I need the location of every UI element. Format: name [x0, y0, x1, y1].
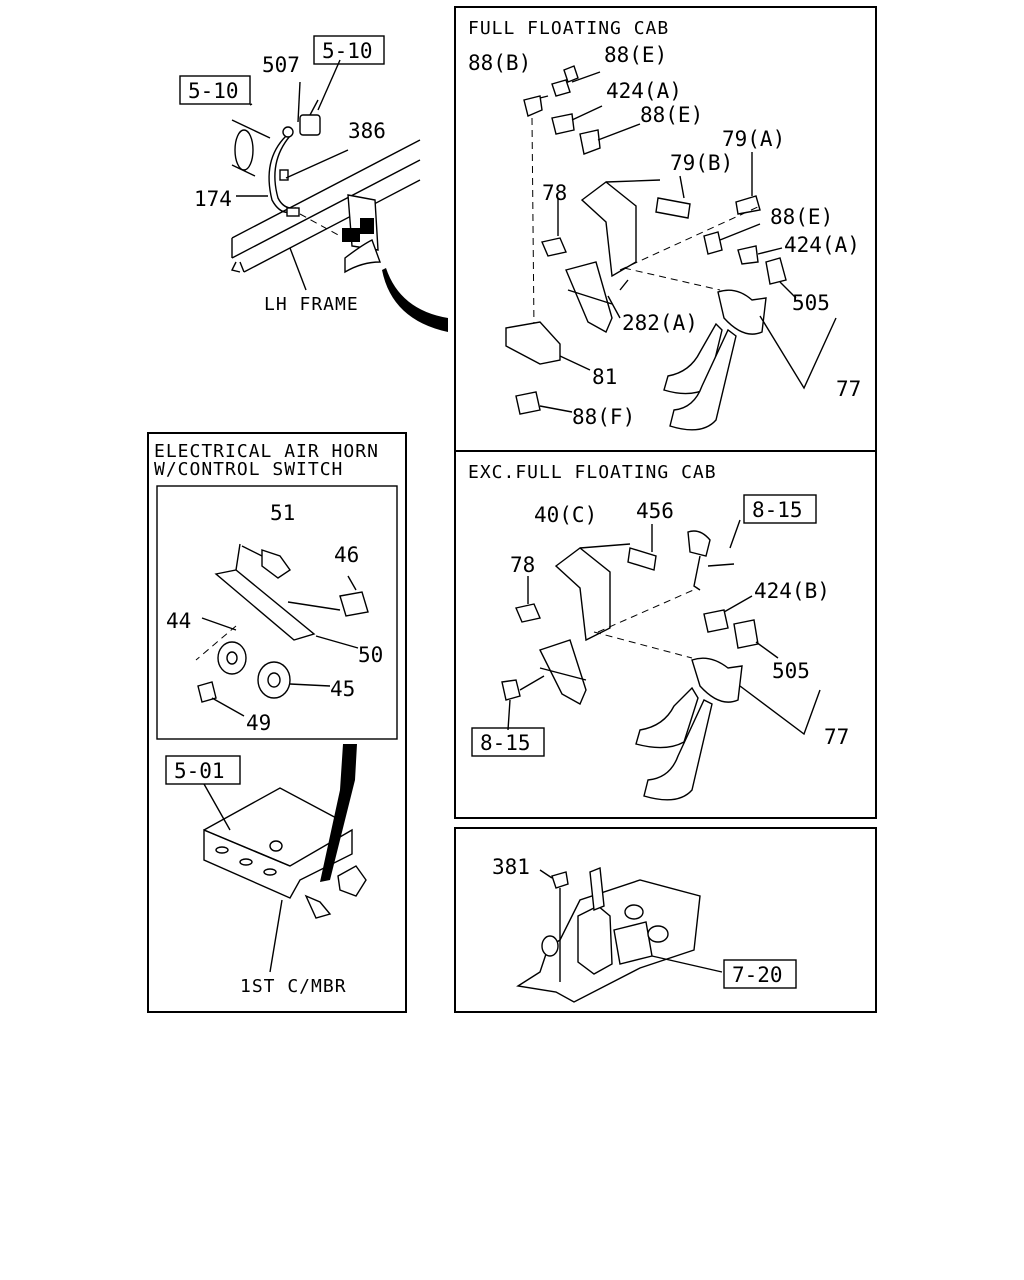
label-77-a: 77	[836, 377, 861, 401]
lh-frame-label: LH FRAME	[264, 294, 359, 315]
ref-5-10-b: 5-10	[322, 39, 373, 63]
full-floating-assembly	[505, 65, 837, 431]
label-79a: 79(A)	[722, 127, 785, 151]
panel-valve-assembly	[454, 827, 877, 1013]
ref-box-5-10-a	[179, 75, 251, 105]
label-424a-b: 424(A)	[784, 233, 860, 257]
lh-frame-assembly	[230, 59, 448, 332]
panel-title-exc-full-floating: EXC.FULL FLOATING CAB	[468, 462, 717, 483]
label-424b: 424(B)	[754, 579, 830, 603]
label-81: 81	[592, 365, 617, 389]
panel-electrical-air-horn	[147, 432, 407, 1013]
label-282a: 282(A)	[622, 311, 698, 335]
ref-box-5-01	[165, 755, 241, 785]
label-77-b: 77	[824, 725, 849, 749]
label-51: 51	[270, 501, 295, 525]
label-46: 46	[334, 543, 359, 567]
label-386: 386	[348, 119, 386, 143]
cross-member-assembly	[203, 744, 367, 973]
label-88f: 88(F)	[572, 405, 635, 429]
ref-box-8-15-a	[743, 494, 817, 524]
exc-full-floating-assembly	[501, 519, 821, 801]
label-78-b: 78	[510, 553, 535, 577]
label-424a-a: 424(A)	[606, 79, 682, 103]
ref-box-7-20	[723, 959, 797, 989]
label-50: 50	[358, 643, 383, 667]
panel-title-electrical-1: ELECTRICAL AIR HORN	[154, 441, 379, 462]
panel-exc-full-floating-cab	[454, 450, 877, 819]
panel-title-full-floating: FULL FLOATING CAB	[468, 18, 669, 39]
label-49: 49	[246, 711, 271, 735]
label-505-a: 505	[792, 291, 830, 315]
label-174: 174	[194, 187, 232, 211]
ref-8-15-a: 8-15	[752, 498, 803, 522]
label-44: 44	[166, 609, 191, 633]
label-381: 381	[492, 855, 530, 879]
label-88b: 88(B)	[468, 51, 531, 75]
inset-box	[156, 485, 398, 740]
label-88e-c: 88(E)	[770, 205, 833, 229]
label-45: 45	[330, 677, 355, 701]
ref-8-15-b: 8-15	[480, 731, 531, 755]
label-507: 507	[262, 53, 300, 77]
ref-5-10-a: 5-10	[188, 79, 239, 103]
ref-box-5-10-b	[313, 35, 385, 65]
panel-title-electrical-2: W/CONTROL SWITCH	[154, 459, 343, 480]
valve-assembly	[516, 867, 723, 1003]
ref-7-20: 7-20	[732, 963, 783, 987]
ref-5-01: 5-01	[174, 759, 225, 783]
electrical-horn-assembly	[195, 543, 369, 717]
label-79b: 79(B)	[670, 151, 733, 175]
label-505-b: 505	[772, 659, 810, 683]
label-40c: 40(C)	[534, 503, 597, 527]
label-1st-cmbr: 1ST C/MBR	[240, 976, 347, 997]
label-88e-a: 88(E)	[604, 43, 667, 67]
ref-box-8-15-b	[471, 727, 545, 757]
label-88e-b: 88(E)	[640, 103, 703, 127]
label-78-a: 78	[542, 181, 567, 205]
label-456: 456	[636, 499, 674, 523]
